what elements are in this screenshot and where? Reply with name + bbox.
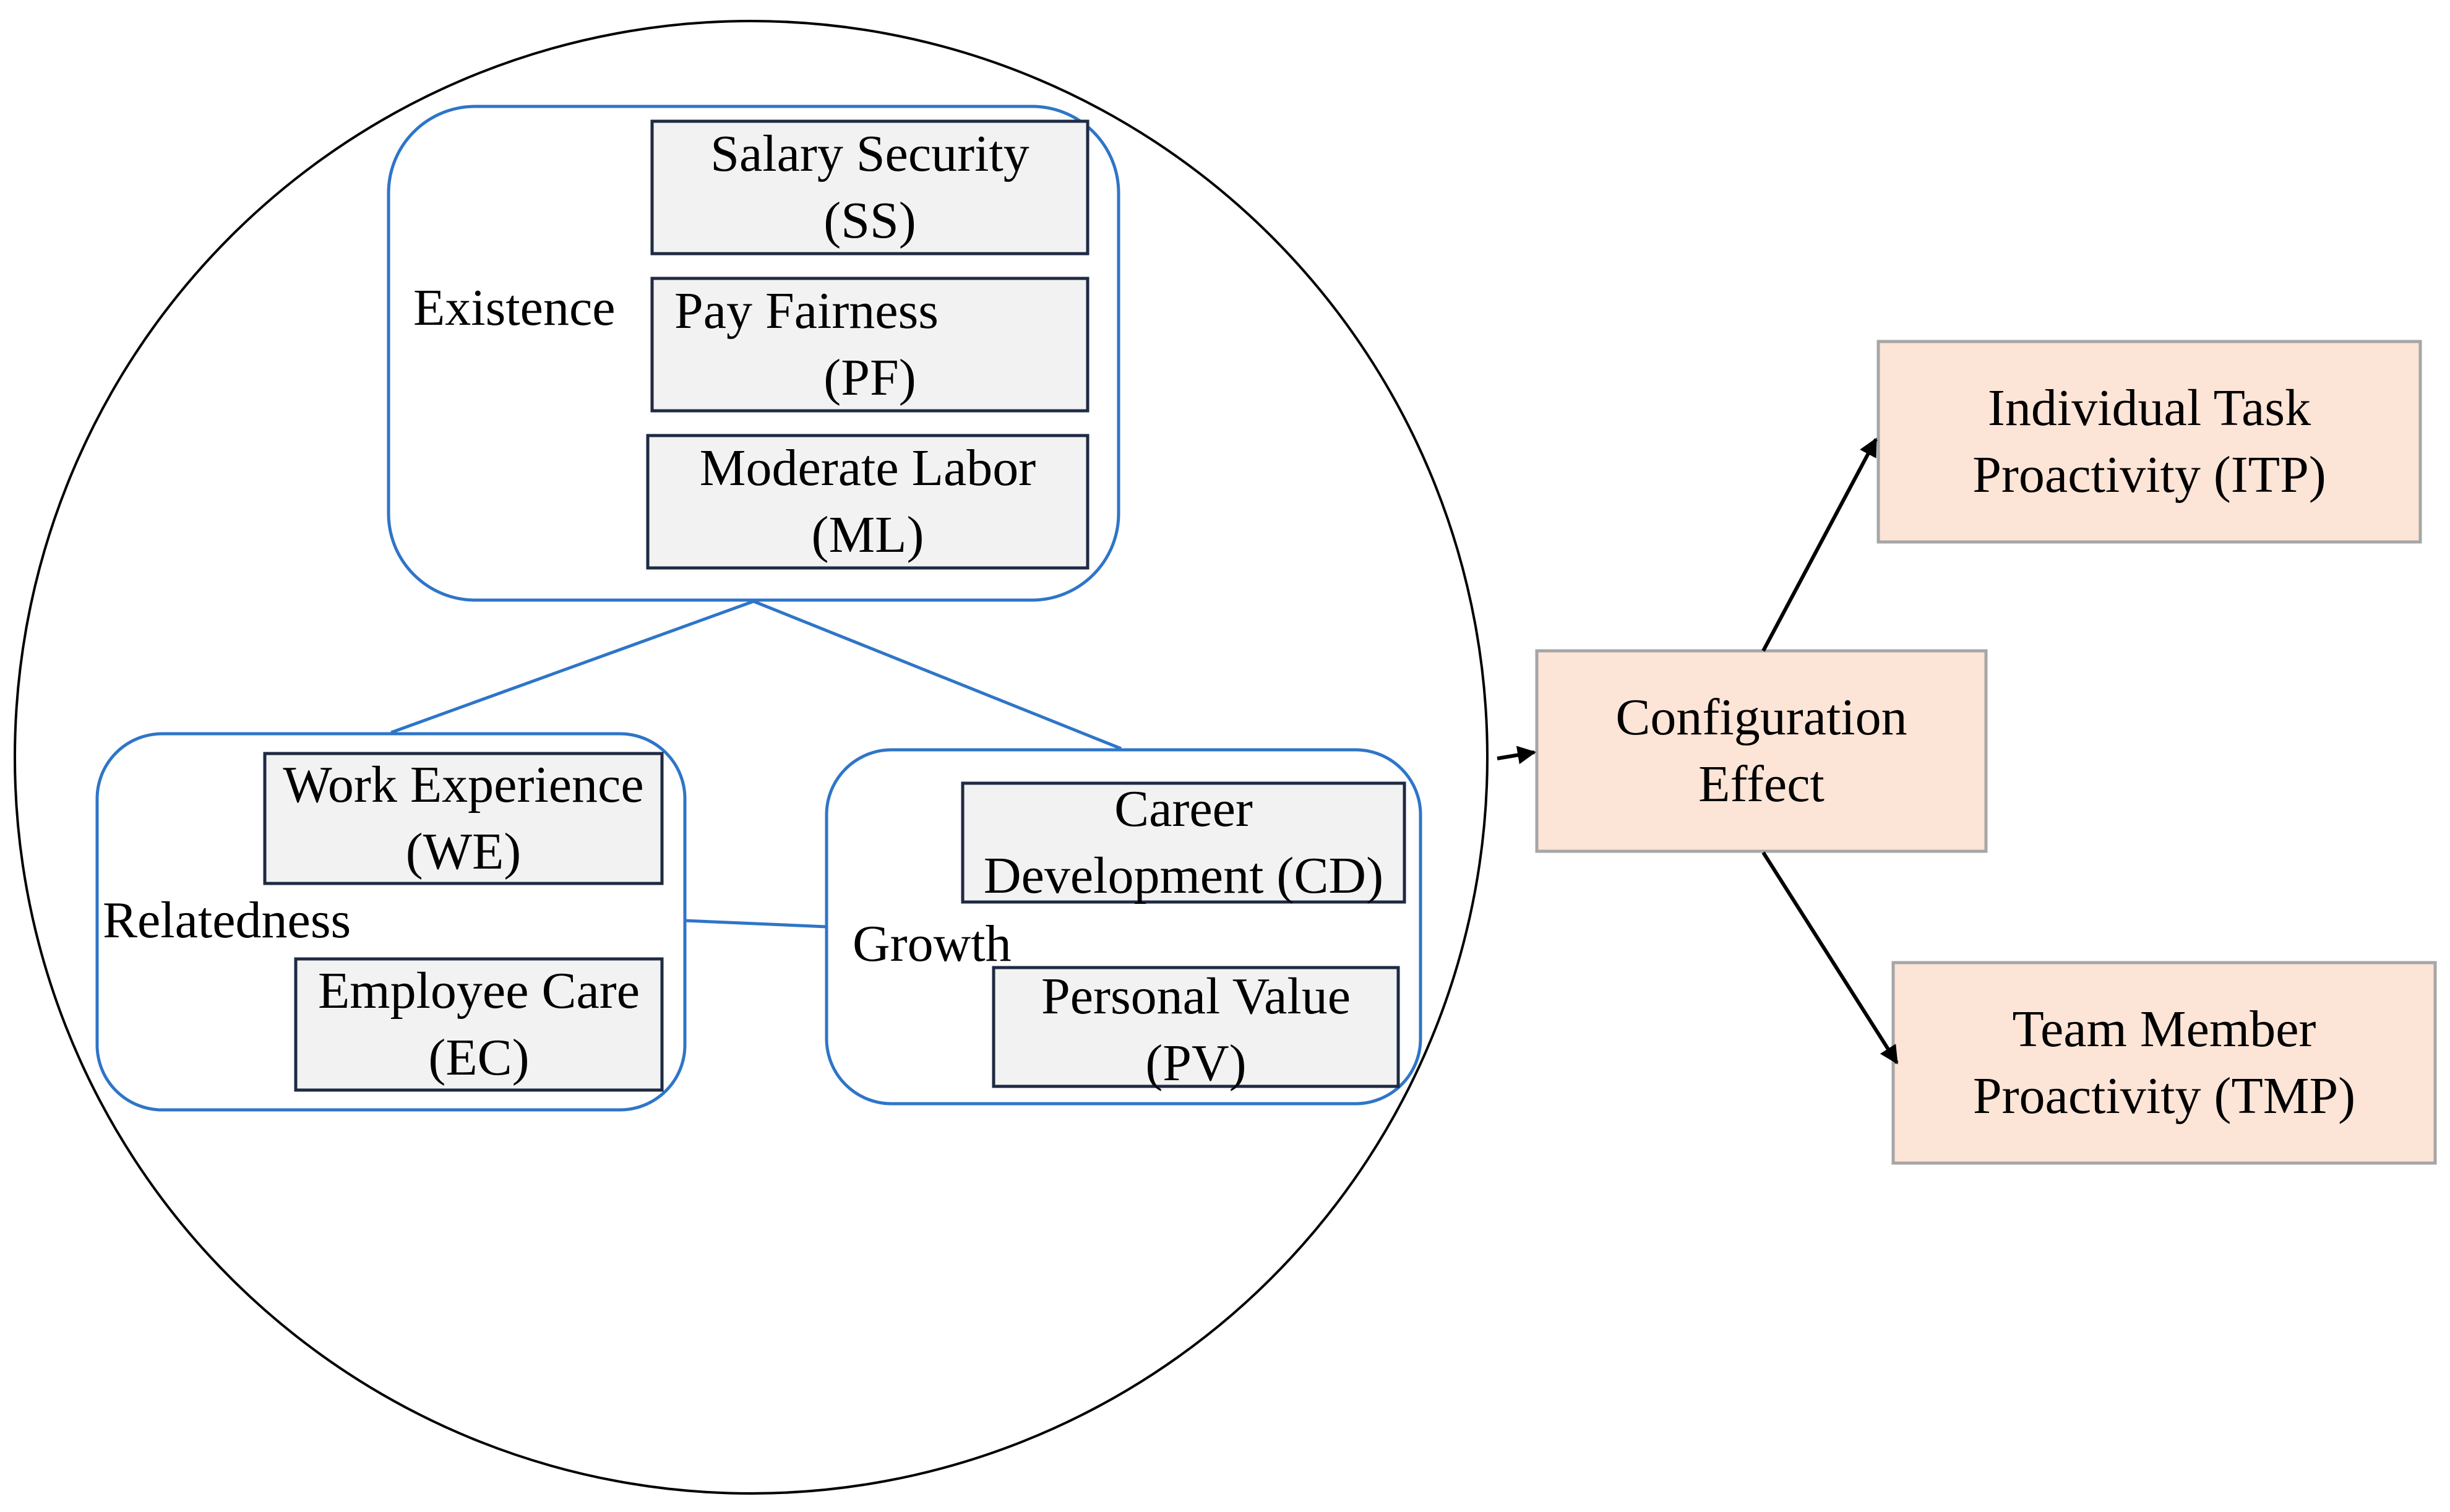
employee-care-label: Employee Care (EC)	[296, 959, 662, 1090]
growth-label: Growth	[853, 915, 1012, 973]
arrow-to-itp	[1761, 437, 1878, 652]
career-development-abbr: Development (CD)	[983, 847, 1384, 904]
career-development-label: Career Development (CD)	[963, 777, 1404, 908]
growth-group-box	[825, 748, 1422, 1106]
work-experience-text: Work Experience	[283, 756, 644, 814]
salary-security-text: Salary Security	[710, 125, 1029, 183]
connector-existence-relatedness	[390, 599, 754, 734]
moderate-labor-box	[646, 434, 1090, 570]
salary-security-box	[650, 119, 1090, 256]
career-development-text: Career	[1114, 780, 1253, 838]
configuration-effect-box	[1535, 649, 1988, 853]
moderate-labor-text: Moderate Labor	[699, 439, 1036, 497]
itp-line2: Proactivity (ITP)	[1972, 446, 2326, 504]
existence-group-box	[387, 105, 1120, 602]
framework-circle	[14, 20, 1489, 1495]
arrow-to-tmp	[1761, 851, 1899, 1065]
individual-task-proactivity-label: Individual Task Proactivity (ITP)	[1878, 341, 2420, 542]
work-experience-box	[263, 752, 664, 885]
arrow-to-configuration	[1497, 745, 1536, 765]
pay-fairness-text: Pay Fairness	[674, 282, 939, 340]
tmp-line2: Proactivity (TMP)	[1972, 1067, 2356, 1125]
moderate-labor-abbr: (ML)	[811, 506, 924, 564]
individual-task-proactivity-box	[1876, 340, 2422, 544]
pay-fairness-label: Pay Fairness (PF)	[652, 278, 1088, 411]
moderate-labor-label: Moderate Labor (ML)	[648, 436, 1088, 568]
employee-care-abbr: (EC)	[428, 1029, 530, 1086]
work-experience-abbr: (WE)	[405, 823, 522, 880]
pay-fairness-abbr: (PF)	[823, 349, 916, 406]
career-development-box	[961, 781, 1406, 904]
configuration-effect-label: Configuration Effect	[1537, 651, 1986, 851]
work-experience-label: Work Experience (WE)	[265, 754, 662, 883]
employee-care-box	[294, 957, 664, 1092]
connector-existence-growth	[753, 599, 1122, 750]
employee-care-text: Employee Care	[317, 962, 640, 1020]
personal-value-box	[992, 966, 1400, 1088]
personal-value-text: Personal Value	[1041, 968, 1351, 1026]
relatedness-group-box	[95, 732, 687, 1112]
relatedness-label: Relatedness	[103, 891, 351, 949]
team-member-proactivity-label: Team Member Proactivity (TMP)	[1893, 963, 2435, 1163]
itp-line1: Individual Task	[1987, 379, 2311, 437]
configuration-effect-line1: Configuration	[1615, 689, 1907, 747]
configuration-effect-line2: Effect	[1698, 755, 1825, 813]
salary-security-abbr: (SS)	[823, 192, 916, 249]
personal-value-label: Personal Value (PV)	[994, 965, 1398, 1095]
personal-value-abbr: (PV)	[1145, 1034, 1247, 1092]
salary-security-label: Salary Security (SS)	[652, 121, 1088, 254]
existence-label: Existence	[413, 279, 616, 337]
tmp-line1: Team Member	[2012, 1000, 2316, 1059]
connector-relatedness-growth	[684, 919, 827, 929]
pay-fairness-box	[650, 277, 1090, 413]
